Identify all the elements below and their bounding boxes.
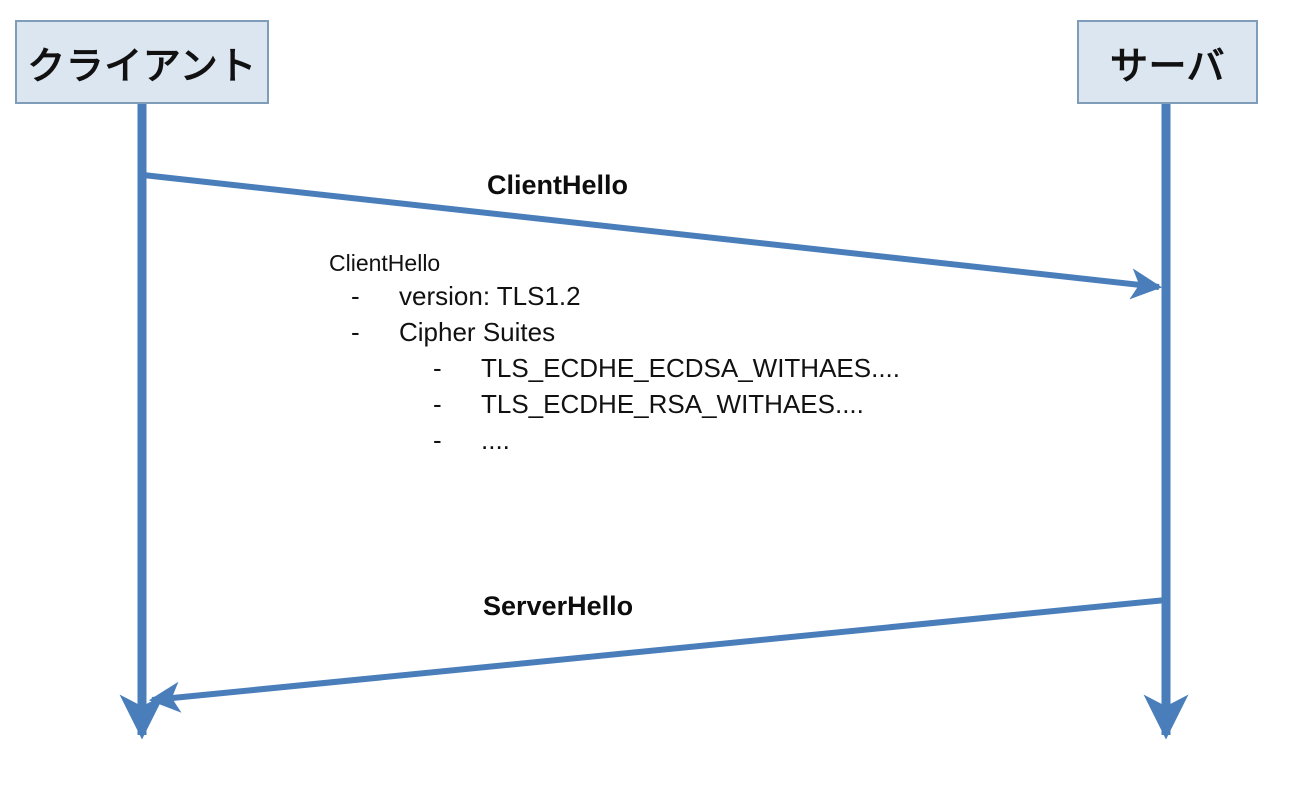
note-list-level-1: - version: TLS1.2 - Cipher Suites — [351, 278, 900, 350]
message-arrow-clienthello — [142, 172, 1163, 300]
note-item: - .... — [433, 422, 900, 458]
note-item: - Cipher Suites — [351, 314, 900, 350]
note-bullet-dash: - — [433, 389, 442, 419]
note-item: - version: TLS1.2 — [351, 278, 900, 314]
note-list-level-2: - TLS_ECDHE_ECDSA_WITHAES.... - TLS_ECDH… — [433, 350, 900, 458]
participant-box-client[interactable]: クライアント — [15, 20, 269, 104]
note-bullet-dash: - — [351, 317, 360, 347]
note-item-text: version: TLS1.2 — [399, 281, 581, 311]
note-item-text: TLS_ECDHE_ECDSA_WITHAES.... — [481, 353, 900, 383]
participant-label-server: サーバ — [1109, 45, 1226, 88]
note-title: ClientHello — [329, 250, 441, 276]
note-bullet-dash: - — [433, 353, 442, 383]
participant-box-server[interactable]: サーバ — [1077, 20, 1258, 104]
message-label-clienthello: ClientHello — [487, 170, 629, 200]
note-item: - TLS_ECDHE_RSA_WITHAES.... — [433, 386, 900, 422]
message-arrow-serverhello — [148, 597, 1167, 713]
message-label-serverhello: ServerHello — [483, 591, 634, 621]
note-item-text: Cipher Suites — [399, 317, 556, 347]
participant-label-client: クライアント — [27, 45, 257, 88]
note-bullet-dash: - — [351, 281, 360, 311]
note-item-text: .... — [481, 425, 510, 455]
note-item: - TLS_ECDHE_ECDSA_WITHAES.... — [433, 350, 900, 386]
note-bullet-dash: - — [433, 425, 442, 455]
note-item-text: TLS_ECDHE_RSA_WITHAES.... — [481, 389, 864, 419]
note-clienthello-details: ClientHello - version: TLS1.2 - Cipher S… — [329, 248, 900, 458]
